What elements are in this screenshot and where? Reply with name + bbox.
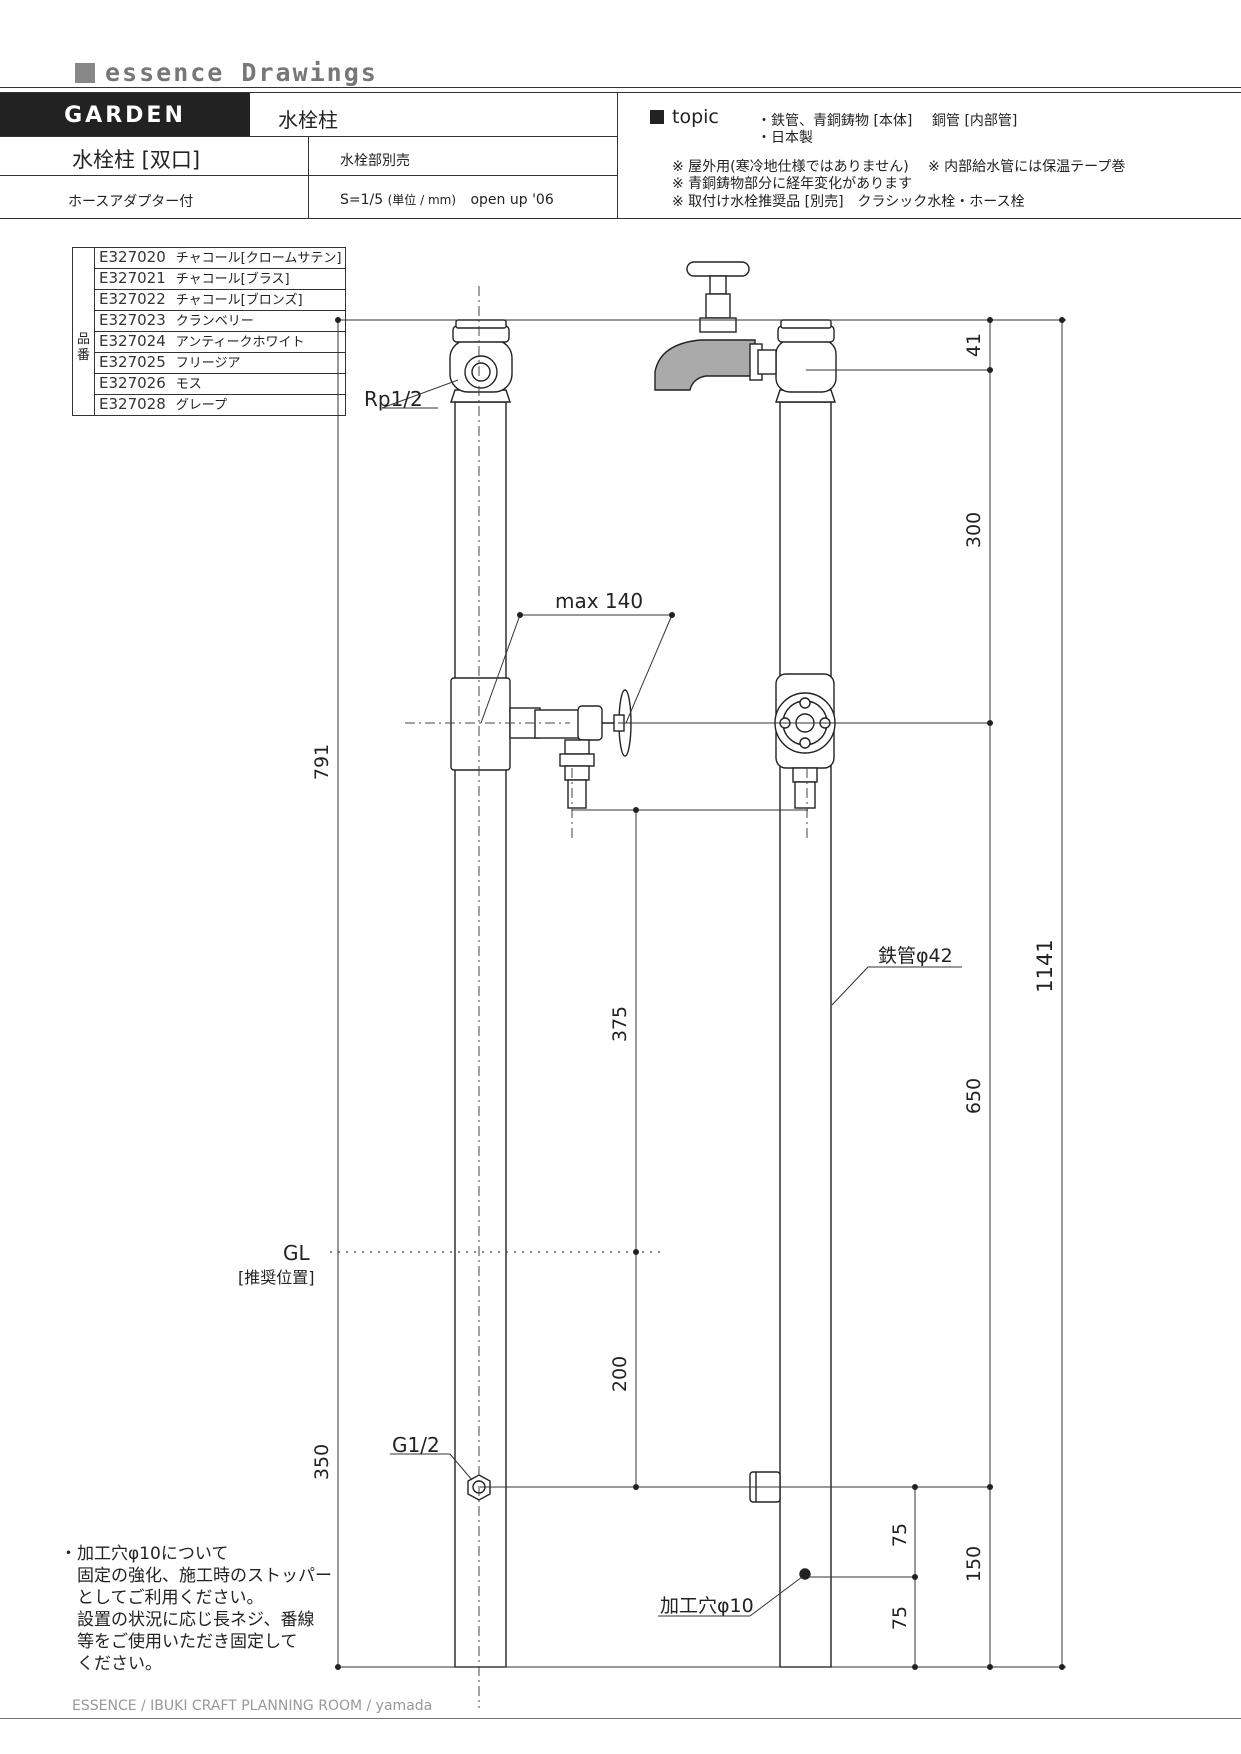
note-line: 等をご使用いただき固定して xyxy=(60,1632,298,1652)
dim-650: 650 xyxy=(963,1078,985,1114)
code-color: フリージア xyxy=(175,356,241,371)
product-code-table: 品 番 E327020 チャコール[クロームサテン] E327021 チャコール[ブ… xyxy=(71,247,347,416)
code-number: E327025 xyxy=(99,353,166,371)
code-number: E327026 xyxy=(99,374,166,392)
max-label: max 140 xyxy=(555,589,643,613)
table-row: E327023 クランベリー xyxy=(73,310,347,332)
scale-unit: (単位 / mm) xyxy=(387,193,457,207)
faucet-sold-separately: 水栓部別売 xyxy=(340,153,410,169)
code-cell: E327024 アンティークホワイト xyxy=(94,331,347,353)
code-cell: E327028 グレープ xyxy=(94,394,347,416)
dim-75-upper: 75 xyxy=(889,1523,911,1547)
code-number: E327023 xyxy=(99,311,166,329)
header-divider-2 xyxy=(617,92,618,218)
topic-note-1: ※ 屋外用(寒冷地仕様ではありません) xyxy=(672,159,909,175)
note-line: ください。 xyxy=(60,1654,162,1674)
rp-label: Rp1/2 xyxy=(364,387,423,411)
open-up-date: open up '06 xyxy=(470,192,554,208)
dimension-dots xyxy=(335,317,1065,1670)
product-group: 水栓柱 xyxy=(278,108,338,132)
topic-title-text: topic xyxy=(672,106,719,128)
dim-1141: 1141 xyxy=(1033,939,1057,992)
header-top-rule-2 xyxy=(0,92,1241,93)
brand-text: essence Drawings xyxy=(105,58,378,87)
code-cell: E327021 チャコール[ブラス] xyxy=(94,268,347,290)
topic-inner-pipe: 銅管 [内部管] xyxy=(932,113,1018,129)
brand-title: essence Drawings xyxy=(75,58,378,87)
note-line: 設置の状況に応じ長ネジ、番線 xyxy=(60,1610,315,1630)
dim-75-lower: 75 xyxy=(889,1606,911,1630)
code-color: チャコール[クロームサテン] xyxy=(175,251,342,266)
dim-350: 350 xyxy=(311,1444,333,1480)
topic-square-icon xyxy=(650,110,664,124)
code-color: アンティークホワイト xyxy=(175,335,305,350)
left-faucet xyxy=(509,689,632,809)
hole-label: 加工穴φ10 xyxy=(660,1595,754,1617)
scale-value: S=1/5 xyxy=(340,192,384,208)
code-cell: E327023 クランベリー xyxy=(94,310,347,332)
topic-note-4: ※ 取付け水栓推奨品 [別売] クラシック水栓・ホース栓 xyxy=(672,194,1025,210)
header-divider-1 xyxy=(308,136,309,218)
note-line: としてご利用ください。 xyxy=(60,1588,264,1608)
dim-41: 41 xyxy=(963,333,985,357)
dim-300: 300 xyxy=(963,512,985,548)
right-post xyxy=(749,319,837,1668)
scale-line: S=1/5 (単位 / mm) open up '06 xyxy=(340,191,554,208)
top-faucet xyxy=(654,261,777,391)
note-line: 固定の強化、施工時のストッパー xyxy=(60,1566,332,1586)
hole-note: ・加工穴φ10について 固定の強化、施工時のストッパー としてご利用ください。 … xyxy=(60,1543,332,1675)
dim-375: 375 xyxy=(609,1006,631,1042)
note-line: ・加工穴φ10について xyxy=(60,1544,229,1564)
header-bottom-rule xyxy=(0,218,1241,219)
topic-material: ・鉄管、青銅鋳物 [本体] xyxy=(757,113,913,129)
topic-title: topic xyxy=(650,106,719,128)
topic-note-2: ※ 内部給水管には保温テープ巻 xyxy=(928,159,1126,175)
table-row: E327024 アンティークホワイト xyxy=(73,331,347,353)
hose-adapter-note: ホースアダプター付 xyxy=(68,194,194,210)
code-cell: E327022 チャコール[ブロンズ] xyxy=(94,289,347,311)
code-color: グレープ xyxy=(175,398,227,413)
category-badge: GARDEN xyxy=(0,93,250,137)
code-number: E327021 xyxy=(99,269,166,287)
pipe-label: 鉄管φ42 xyxy=(878,945,953,967)
code-number: E327028 xyxy=(99,395,166,413)
left-post xyxy=(449,319,513,1668)
dim-200: 200 xyxy=(609,1356,631,1392)
table-row: E327021 チャコール[ブラス] xyxy=(73,268,347,290)
header-top-rule xyxy=(0,87,1241,88)
table-row: E327022 チャコール[ブロンズ] xyxy=(73,289,347,311)
code-color: クランベリー xyxy=(175,314,254,329)
dim-150: 150 xyxy=(963,1546,985,1582)
code-color: チャコール[ブロンズ] xyxy=(175,293,303,308)
code-color: モス xyxy=(175,377,202,392)
brand-square-icon xyxy=(75,62,95,83)
gl-label: GL xyxy=(283,1241,310,1265)
hole-mark xyxy=(799,1568,811,1580)
gl-sub-label: [推奨位置] xyxy=(238,1268,315,1287)
footer-credit: ESSENCE / IBUKI CRAFT PLANNING ROOM / ya… xyxy=(72,1698,433,1714)
product-name: 水栓柱 [双口] xyxy=(72,148,201,172)
code-label-bottom: 番 xyxy=(77,347,91,363)
g-label: G1/2 xyxy=(392,1433,440,1457)
table-row: E327028 グレープ xyxy=(73,394,347,416)
topic-note-3: ※ 青銅鋳物部分に経年変化があります xyxy=(672,176,913,192)
dim-791: 791 xyxy=(311,744,333,780)
topic-made-in: ・日本製 xyxy=(757,130,813,146)
code-number: E327024 xyxy=(99,332,166,350)
footer-rule xyxy=(0,1718,1241,1719)
code-label-top: 品 xyxy=(77,331,91,347)
code-number: E327022 xyxy=(99,290,166,308)
code-number: E327020 xyxy=(99,248,166,266)
code-color: チャコール[ブラス] xyxy=(175,272,290,287)
